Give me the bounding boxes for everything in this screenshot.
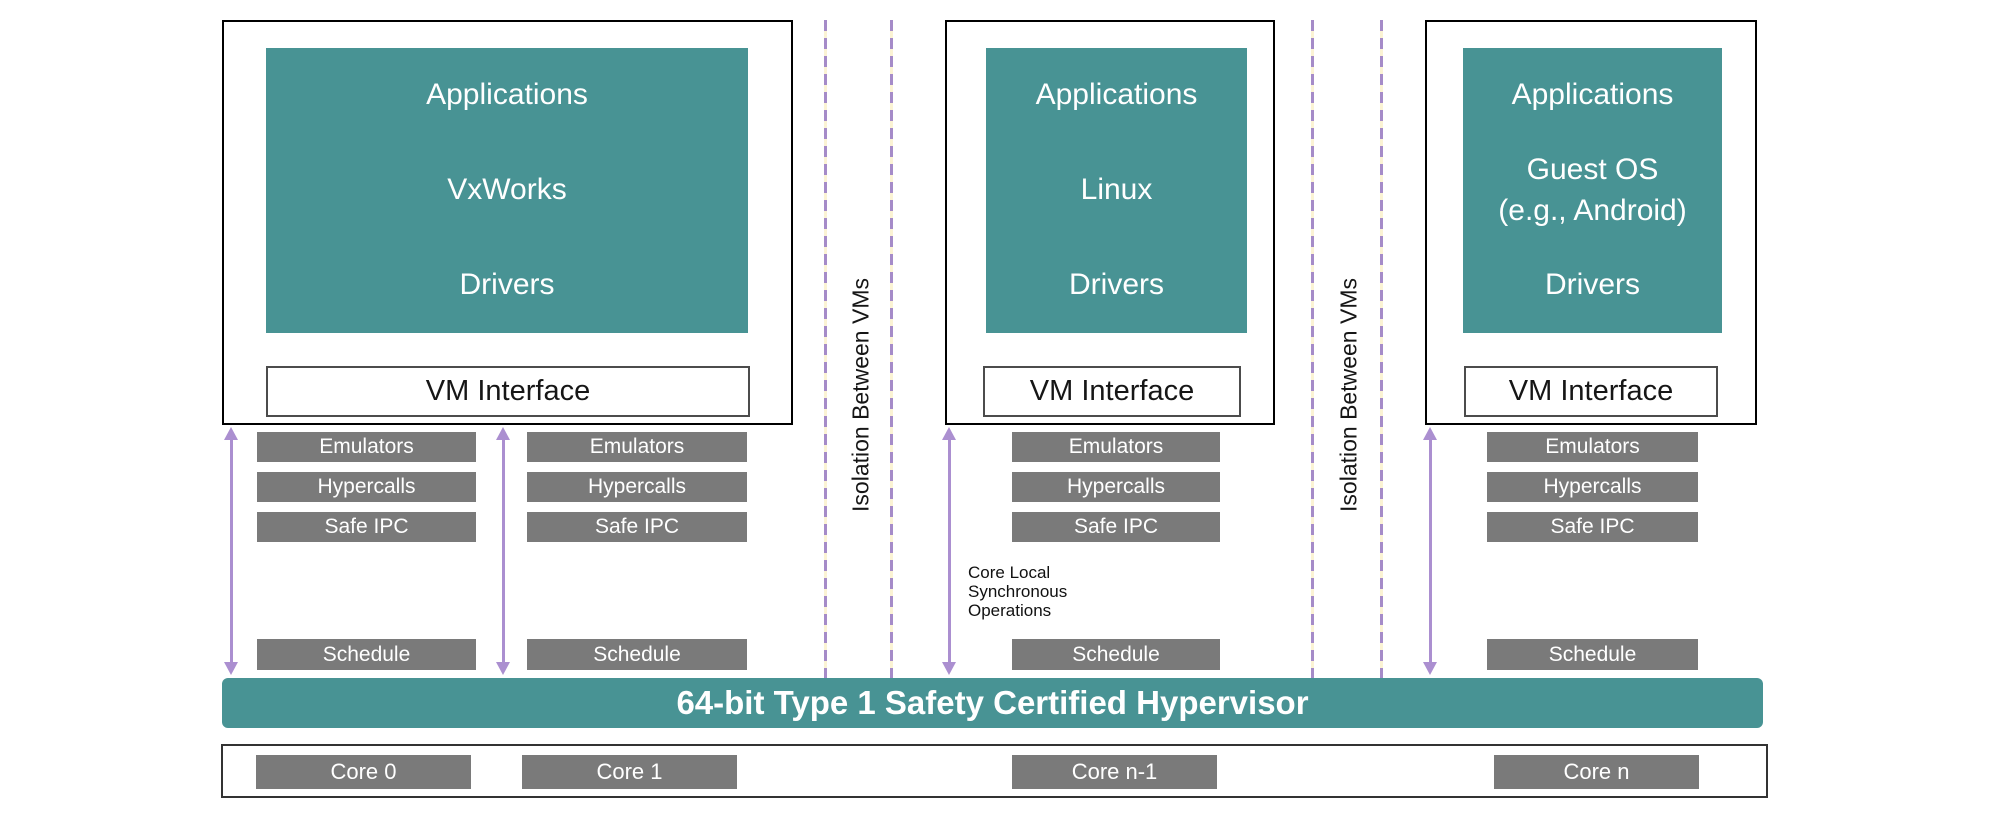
vm-vxworks-stack: Applications VxWorks Drivers xyxy=(266,48,748,333)
schedule-box: Schedule xyxy=(257,639,476,670)
bidirectional-arrow xyxy=(942,427,956,675)
vm-os-line1: Guest OS xyxy=(1526,153,1659,186)
hypercalls-box: Hypercalls xyxy=(527,472,747,502)
vm-os-line1: Linux xyxy=(1080,173,1153,207)
bidirectional-arrow xyxy=(496,427,510,675)
emulators-box: Emulators xyxy=(1012,432,1220,462)
vm-applications-label: Applications xyxy=(1035,78,1198,112)
vm-interface-box: VM Interface xyxy=(266,366,750,417)
safe-ipc-box: Safe IPC xyxy=(527,512,747,542)
bidirectional-arrow xyxy=(1423,427,1437,675)
hypercalls-box: Hypercalls xyxy=(1487,472,1698,502)
core-box: Core n-1 xyxy=(1012,755,1217,789)
vm-drivers-label: Drivers xyxy=(459,268,555,302)
vm-interface-box: VM Interface xyxy=(1464,366,1718,417)
schedule-box: Schedule xyxy=(1012,639,1220,670)
vm-os-line1: VxWorks xyxy=(447,173,567,207)
vm-applications-label: Applications xyxy=(1511,78,1674,112)
isolation-dashed-line xyxy=(824,20,827,680)
isolation-between-vms-label: Isolation Between VMs xyxy=(1335,278,1362,512)
vm-drivers-label: Drivers xyxy=(1545,268,1640,302)
vm-linux-stack: Applications Linux Drivers xyxy=(986,48,1247,333)
safe-ipc-box: Safe IPC xyxy=(257,512,476,542)
vm-os-line2: (e.g., Android) xyxy=(1498,193,1687,227)
cores-container: Core 0 Core 1 Core n-1 Core n xyxy=(221,744,1768,798)
vm-box-guest-os: Applications Guest OS (e.g., Android) Dri… xyxy=(1425,20,1757,425)
vm-drivers-label: Drivers xyxy=(1069,268,1164,302)
core-local-synchronous-operations-note: Core Local Synchronous Operations xyxy=(968,563,1068,620)
isolation-dashed-line xyxy=(1311,20,1314,680)
hypercalls-box: Hypercalls xyxy=(257,472,476,502)
isolation-dashed-line xyxy=(890,20,893,680)
schedule-box: Schedule xyxy=(527,639,747,670)
isolation-dashed-line xyxy=(1380,20,1383,680)
vm-interface-box: VM Interface xyxy=(983,366,1241,417)
hypercalls-box: Hypercalls xyxy=(1012,472,1220,502)
vm-box-linux: Applications Linux Drivers VM Interface xyxy=(945,20,1275,425)
core-box: Core 0 xyxy=(256,755,471,789)
vm-os-label: Guest OS (e.g., Android) xyxy=(1463,143,1722,238)
hypervisor-bar: 64-bit Type 1 Safety Certified Hyperviso… xyxy=(222,678,1763,728)
vm-box-vxworks: Applications VxWorks Drivers VM Interfac… xyxy=(222,20,793,425)
safe-ipc-box: Safe IPC xyxy=(1012,512,1220,542)
safe-ipc-box: Safe IPC xyxy=(1487,512,1698,542)
emulators-box: Emulators xyxy=(257,432,476,462)
schedule-box: Schedule xyxy=(1487,639,1698,670)
vm-applications-label: Applications xyxy=(426,78,588,112)
emulators-box: Emulators xyxy=(1487,432,1698,462)
bidirectional-arrow xyxy=(224,427,238,675)
vm-os-label: Linux xyxy=(986,143,1247,238)
vm-os-label: VxWorks xyxy=(266,143,748,238)
core-box: Core n xyxy=(1494,755,1699,789)
core-box: Core 1 xyxy=(522,755,737,789)
vm-guest-os-stack: Applications Guest OS (e.g., Android) Dri… xyxy=(1463,48,1722,333)
emulators-box: Emulators xyxy=(527,432,747,462)
isolation-between-vms-label: Isolation Between VMs xyxy=(847,278,874,512)
